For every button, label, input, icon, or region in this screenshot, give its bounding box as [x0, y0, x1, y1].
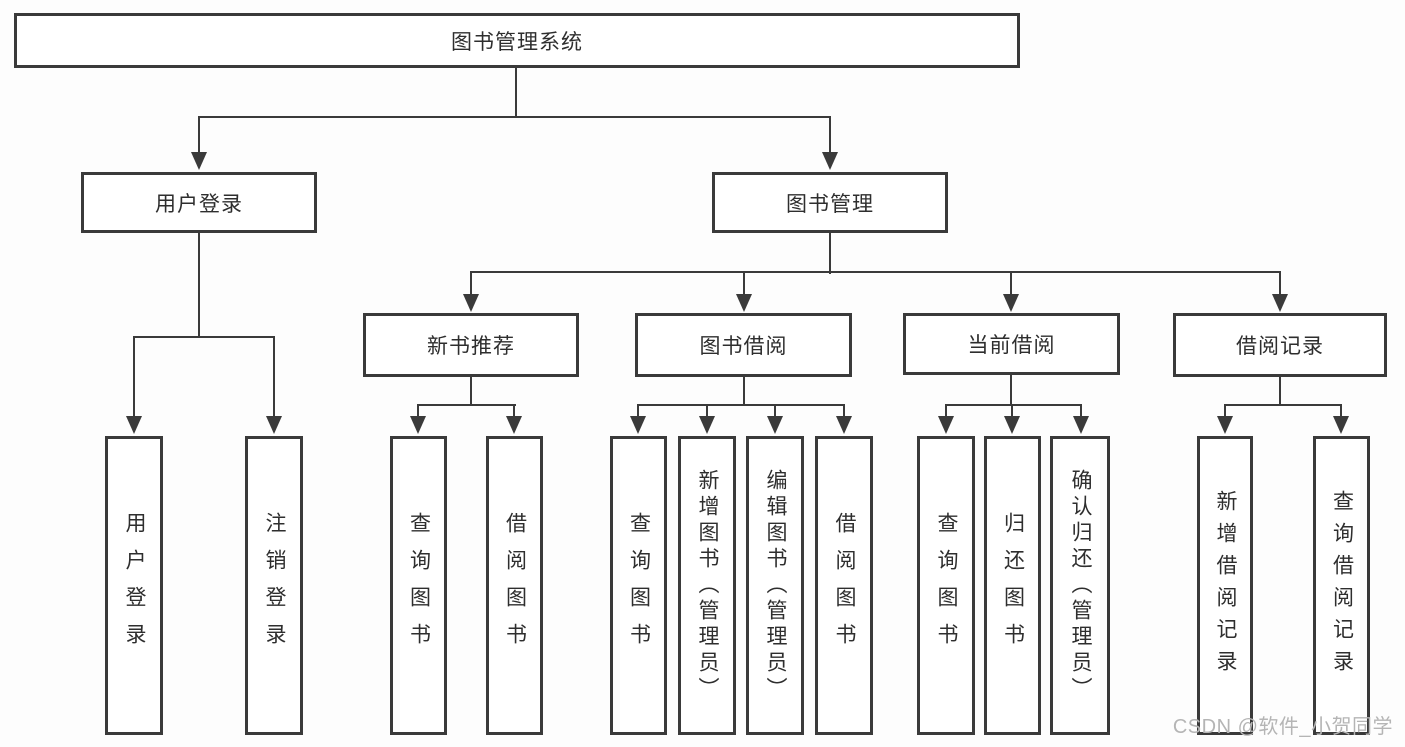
leaf-add-borrow-record: 新增借阅记录 — [1197, 436, 1253, 735]
leaf-borrow-book-recommend: 借阅图书 — [486, 436, 543, 735]
arrow-down-icon — [836, 416, 852, 434]
arrow-down-icon — [938, 416, 954, 434]
connector-line — [1011, 404, 1013, 420]
connector-line — [417, 404, 419, 420]
node-current-borrowing: 当前借阅 — [903, 313, 1120, 375]
connector-line — [1010, 271, 1012, 297]
connector-line — [273, 336, 275, 420]
connector-line — [637, 404, 845, 406]
node-book-borrowing: 图书借阅 — [635, 313, 852, 377]
connector-line — [1279, 377, 1281, 406]
connector-line — [133, 336, 135, 420]
leaf-confirm-return-admin: 确认归还（管理员） — [1050, 436, 1110, 735]
arrow-down-icon — [1003, 294, 1019, 312]
connector-line — [1224, 404, 1226, 420]
connector-line — [637, 404, 639, 420]
arrow-down-icon — [767, 416, 783, 434]
arrow-down-icon — [1272, 294, 1288, 312]
node-root-library-system: 图书管理系统 — [14, 13, 1020, 68]
arrow-down-icon — [699, 416, 715, 434]
connector-line — [945, 404, 947, 420]
connector-line — [743, 377, 745, 406]
connector-line — [1340, 404, 1342, 420]
connector-line — [513, 404, 515, 420]
arrow-down-icon — [1004, 416, 1020, 434]
leaf-borrow-book: 借阅图书 — [815, 436, 873, 735]
connector-line — [945, 404, 1082, 406]
connector-line — [1224, 404, 1342, 406]
node-new-book-recommend: 新书推荐 — [363, 313, 579, 377]
connector-line — [417, 404, 516, 406]
arrow-down-icon — [822, 152, 838, 170]
node-user-login: 用户登录 — [81, 172, 317, 233]
arrow-down-icon — [191, 152, 207, 170]
leaf-user-login: 用户登录 — [105, 436, 163, 735]
arrow-down-icon — [736, 294, 752, 312]
arrow-down-icon — [1217, 416, 1233, 434]
leaf-query-book-borrow: 查询图书 — [610, 436, 667, 735]
arrow-down-icon — [463, 294, 479, 312]
connector-line — [198, 116, 831, 118]
connector-line — [743, 271, 745, 297]
leaf-return-book: 归还图书 — [984, 436, 1041, 735]
connector-line — [470, 271, 1281, 273]
connector-line — [1010, 375, 1012, 406]
connector-line — [470, 377, 472, 406]
connector-line — [829, 116, 831, 155]
connector-line — [774, 404, 776, 420]
arrow-down-icon — [1333, 416, 1349, 434]
connector-line — [133, 336, 275, 338]
connector-line — [470, 271, 472, 297]
connector-line — [843, 404, 845, 420]
connector-line — [706, 404, 708, 420]
connector-line — [198, 116, 200, 155]
connector-line — [198, 233, 200, 338]
connector-line — [1279, 271, 1281, 297]
connector-line — [829, 233, 831, 274]
leaf-logout: 注销登录 — [245, 436, 303, 735]
leaf-query-book-current: 查询图书 — [917, 436, 975, 735]
arrow-down-icon — [1073, 416, 1089, 434]
connector-line — [515, 68, 517, 117]
arrow-down-icon — [410, 416, 426, 434]
leaf-query-book-recommend: 查询图书 — [390, 436, 447, 735]
node-borrow-records: 借阅记录 — [1173, 313, 1387, 377]
leaf-edit-book-admin: 编辑图书（管理员） — [746, 436, 804, 735]
leaf-add-book-admin: 新增图书（管理员） — [678, 436, 736, 735]
arrow-down-icon — [126, 416, 142, 434]
node-book-management: 图书管理 — [712, 172, 948, 233]
connector-line — [1080, 404, 1082, 420]
arrow-down-icon — [506, 416, 522, 434]
arrow-down-icon — [630, 416, 646, 434]
csdn-watermark: CSDN @软件_小贺同学 — [1172, 716, 1393, 738]
arrow-down-icon — [266, 416, 282, 434]
leaf-query-borrow-record: 查询借阅记录 — [1313, 436, 1370, 735]
